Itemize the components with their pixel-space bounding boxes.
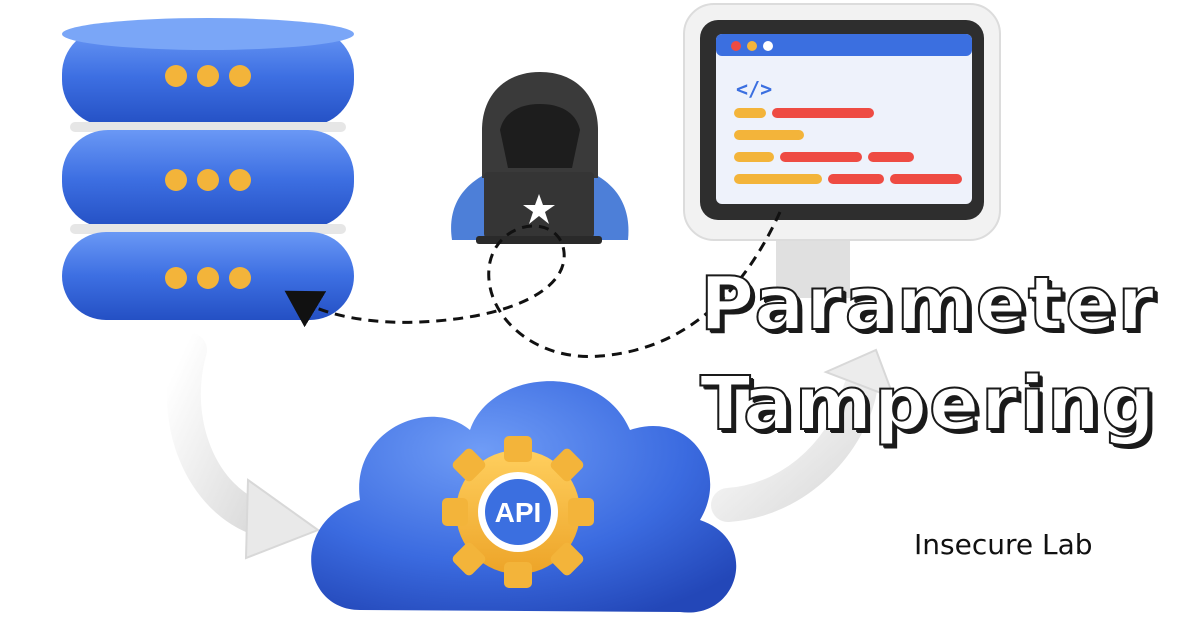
flow-arrow-cloud-to-monitor	[711, 348, 896, 522]
brand-label: Insecure Lab	[914, 528, 1093, 561]
headline-line-2: Tampering	[699, 361, 1157, 447]
flow-arrow-db-to-cloud	[166, 333, 321, 560]
database-stack-icon	[62, 18, 354, 320]
db-disk-top	[62, 18, 354, 126]
dashed-attack-path	[284, 211, 782, 358]
db-disk-middle	[62, 130, 354, 228]
db-disk-bottom	[62, 232, 354, 320]
hooded-hacker-icon	[451, 72, 629, 244]
code-tag-label: </>	[736, 77, 772, 101]
api-cloud-gear-icon: API	[311, 381, 737, 613]
gear-icon	[442, 436, 594, 588]
headline-line-1: Parameter	[699, 261, 1156, 347]
code-monitor-icon: </>	[683, 3, 1001, 298]
api-badge-label: API	[495, 497, 542, 528]
